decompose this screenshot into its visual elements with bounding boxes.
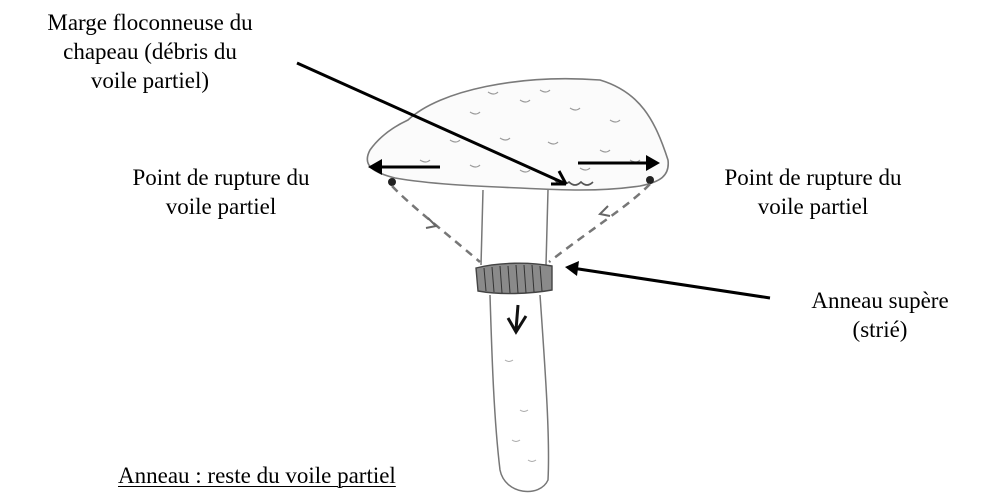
label-rupture-left-line-1: Point de rupture du [96,163,346,192]
label-ring-line-1: Anneau supère [780,286,980,315]
label-rupture-left: Point de rupture du voile partiel [96,163,346,221]
label-rupture-right-line-2: voile partiel [688,192,938,221]
rupture-point-left [388,178,396,186]
label-ring-line-2: (strié) [780,315,980,344]
arrow-ring-head [565,261,579,276]
mushroom-stem [481,190,548,265]
label-rupture-right-line-1: Point de rupture du [688,163,938,192]
veil-line-right [549,184,650,262]
label-ring: Anneau supère (strié) [780,286,980,344]
stem-marks [505,360,536,462]
label-cap-margin-line-1: Marge floconneuse du [0,8,300,37]
down-arrow [508,305,526,332]
label-rupture-right: Point de rupture du voile partiel [688,163,938,221]
caption: Anneau : reste du voile partiel [118,461,418,490]
label-cap-margin: Marge floconneuse du chapeau (débris du … [0,8,300,95]
veil-arrow-right [600,206,610,216]
label-cap-margin-line-2: chapeau (débris du [0,37,300,66]
label-cap-margin-line-3: voile partiel) [0,66,300,95]
veil-line-left [392,186,480,262]
arrow-ring [572,268,770,298]
rupture-point-right [646,176,654,184]
mushroom-cap [367,79,668,190]
label-rupture-left-line-2: voile partiel [96,192,346,221]
